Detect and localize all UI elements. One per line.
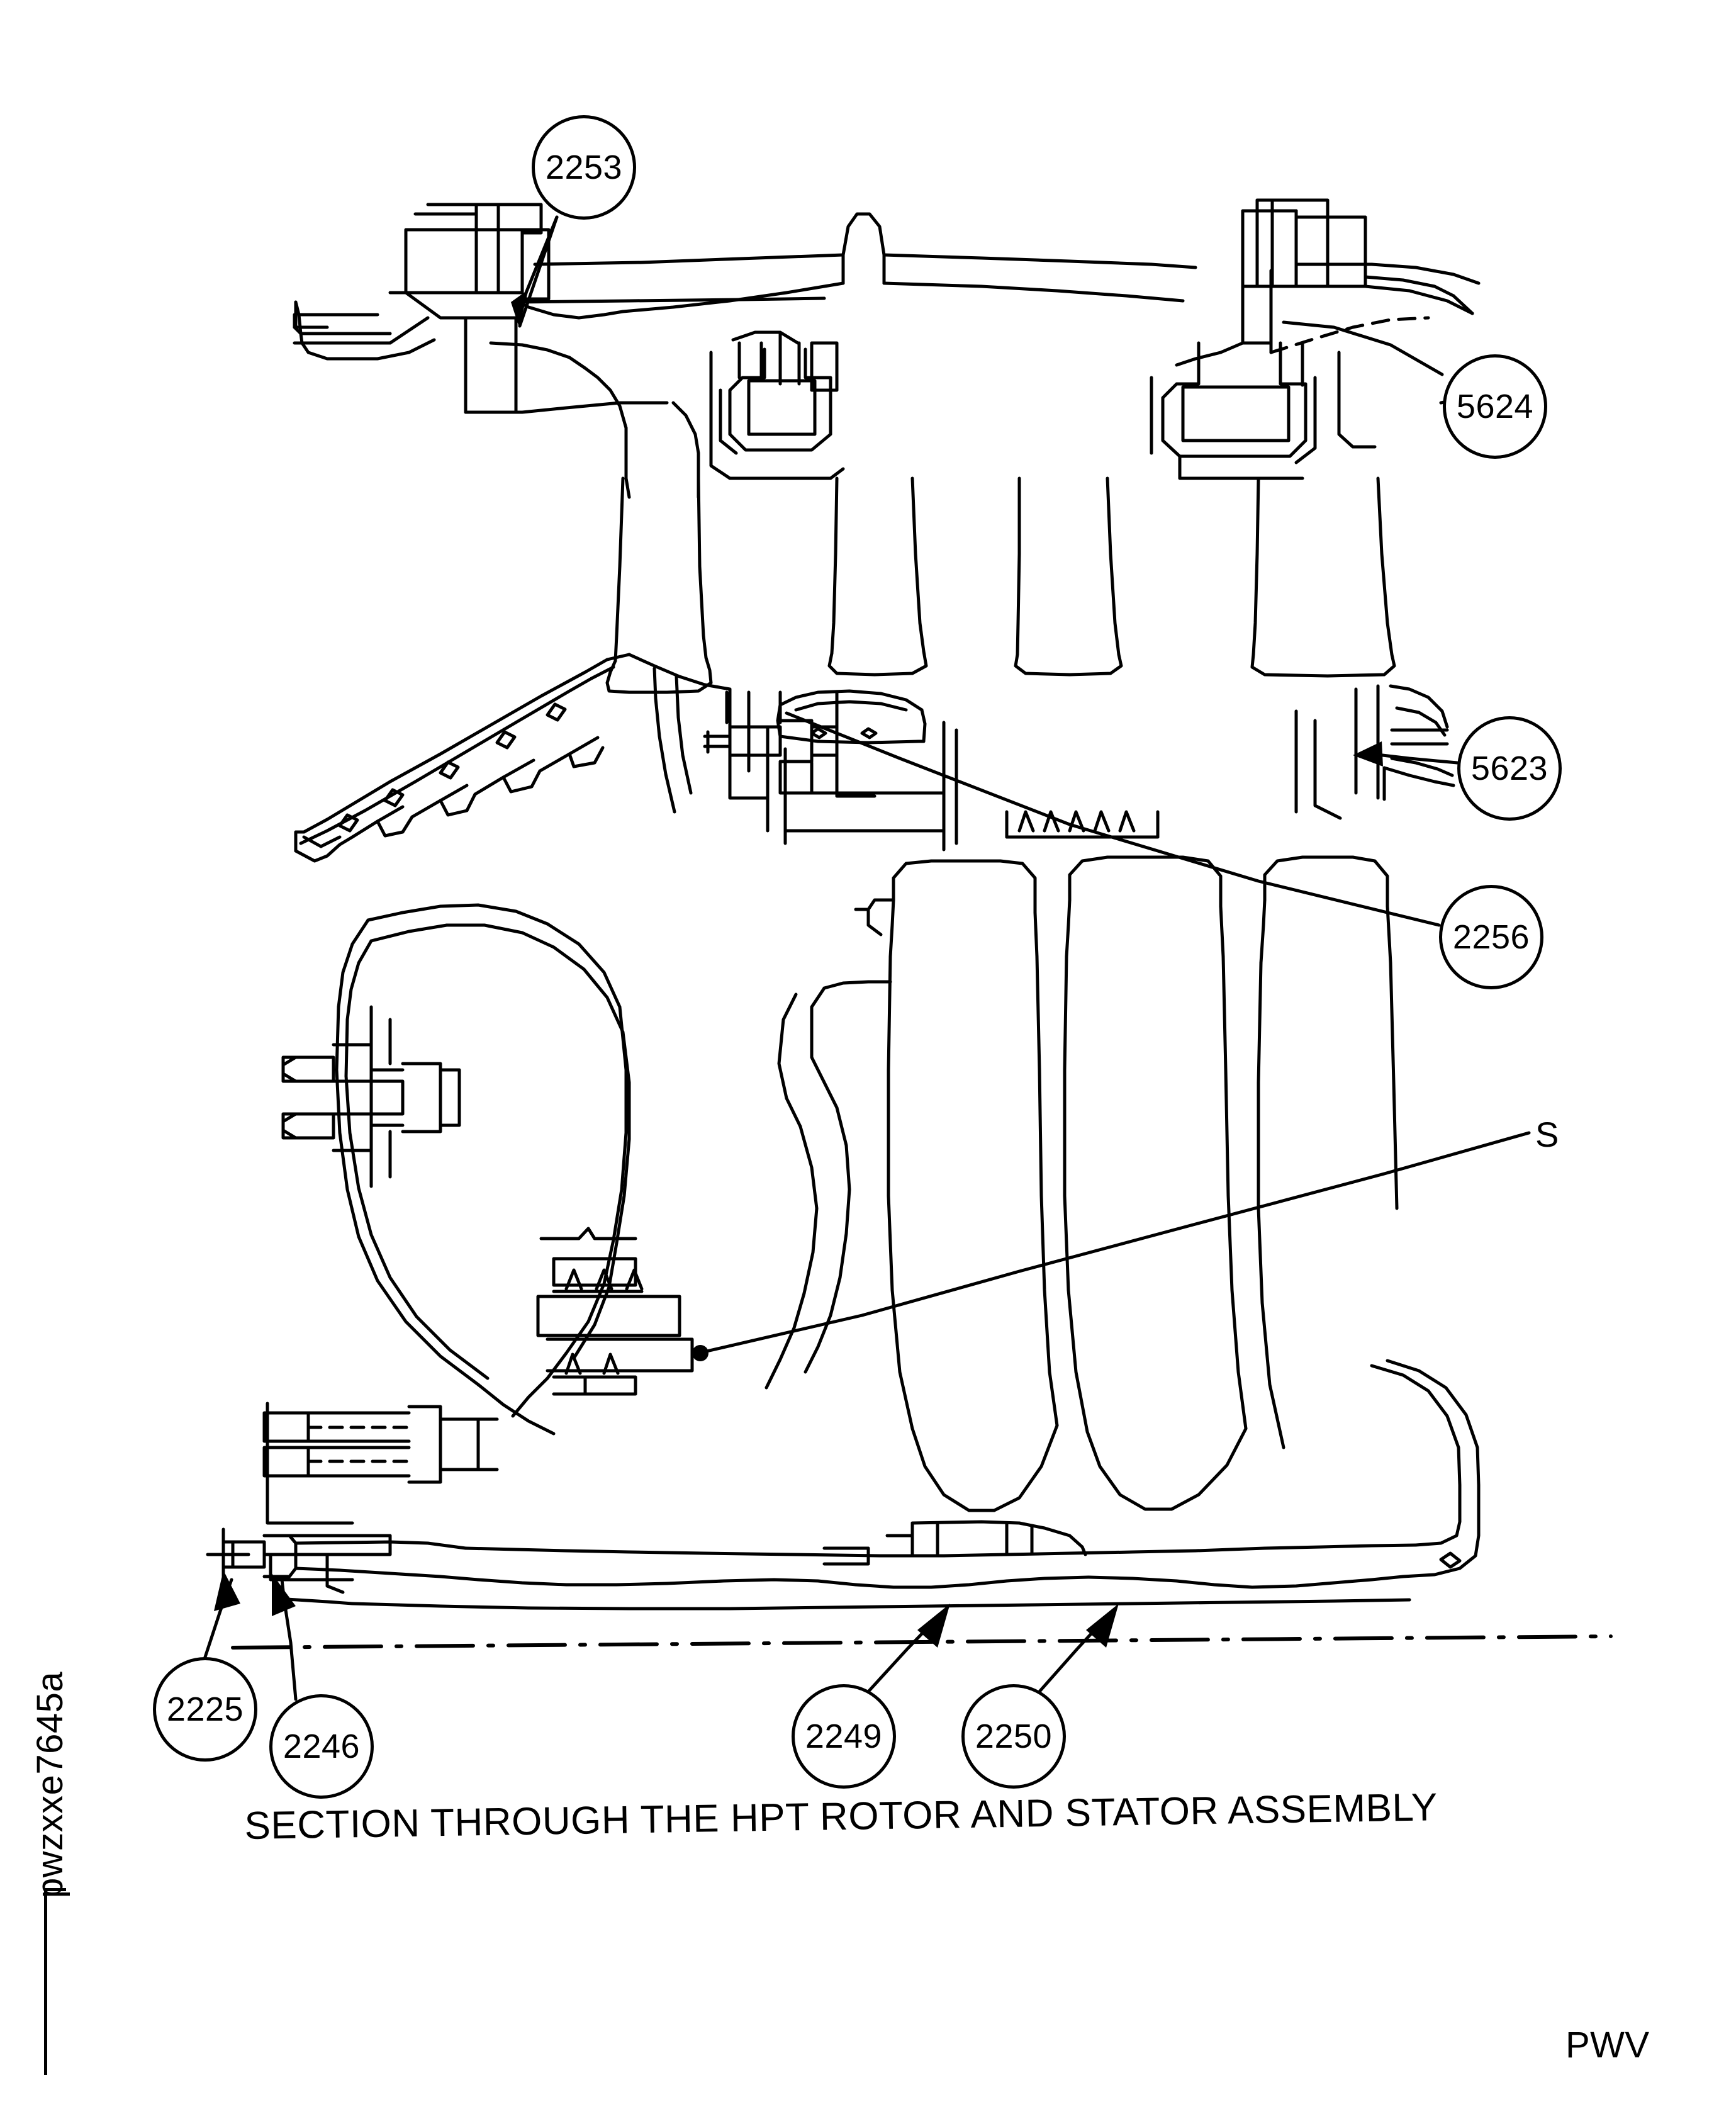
callout-label: 2246 — [283, 1728, 361, 1765]
callout-balloon-2253[interactable]: 2253 — [532, 115, 636, 220]
inner-seal-teeth — [536, 1227, 694, 1396]
callout-balloon-5623[interactable]: 5623 — [1457, 716, 1562, 821]
document-side-code: pwzxxe7645a — [30, 1671, 70, 1898]
mid-right-hook-seal — [1294, 684, 1455, 820]
rotor-disks — [764, 810, 1399, 1512]
upper-right-case-assembly — [1175, 198, 1493, 405]
callout-label: 2253 — [545, 149, 623, 186]
callout-label: 2249 — [805, 1718, 883, 1755]
hpt-airfoils — [605, 476, 1396, 694]
callout-balloon-2246[interactable]: 2246 — [269, 1694, 374, 1799]
upper-left-liner — [489, 341, 700, 499]
leader-lines — [203, 215, 1531, 1701]
upper-center-strut — [514, 212, 1197, 320]
centerline — [231, 1634, 1613, 1650]
callout-balloon-2225[interactable]: 2225 — [153, 1657, 257, 1762]
callout-label: 2250 — [975, 1718, 1053, 1755]
callout-label: 5623 — [1470, 750, 1548, 787]
section-letter-label: S — [1535, 1115, 1559, 1154]
callout-balloon-2249[interactable]: 2249 — [792, 1684, 896, 1789]
callout-balloon-2250[interactable]: 2250 — [961, 1684, 1066, 1789]
upper-left-flange-assembly — [293, 203, 826, 414]
callout-label: 2225 — [166, 1690, 244, 1728]
callout-label: 5624 — [1456, 388, 1534, 425]
callout-balloon-5624[interactable]: 5624 — [1443, 354, 1547, 459]
corner-bracket — [44, 1888, 66, 2075]
callout-label: 2256 — [1452, 918, 1530, 956]
bottom-shaft-assembly — [206, 1359, 1481, 1611]
lower-left-support-cone — [335, 903, 631, 1436]
left-bearing-bolt-stack — [262, 1005, 499, 1594]
upper-seal-pockets — [709, 330, 1377, 480]
mid-left-seal-strip — [294, 653, 631, 863]
mid-center-top-cowl — [766, 689, 958, 852]
callout-balloon-2256[interactable]: 2256 — [1439, 885, 1543, 989]
document-corner-code: PWV — [1565, 2025, 1650, 2066]
